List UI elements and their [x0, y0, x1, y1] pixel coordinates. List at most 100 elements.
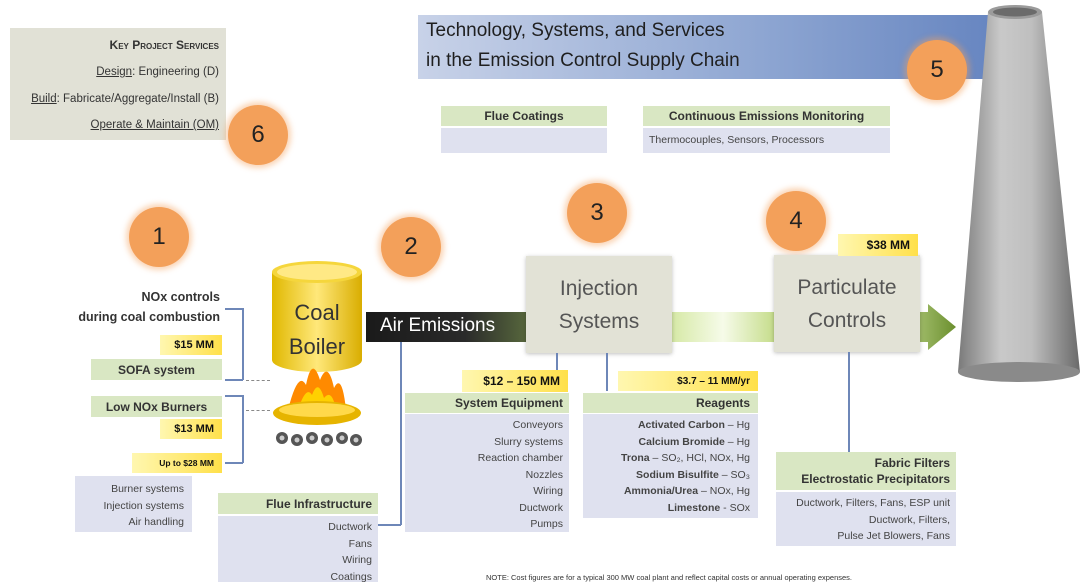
reagent-name: Calcium Bromide — [638, 435, 725, 448]
circle-2: 2 — [381, 217, 441, 277]
flue-coatings-header: Flue Coatings — [441, 106, 607, 126]
key-services-operate: Operate & Maintain (OM) — [90, 119, 219, 131]
connector-particulate-filters — [848, 352, 850, 452]
flue-infra-item: Ductwork — [328, 521, 372, 533]
reagent-target: – SO₂, HCl, NOx, Hg — [649, 452, 750, 464]
burner-bracket-top — [225, 395, 243, 397]
equipment-item: Nozzles — [525, 468, 563, 481]
arrow-to-boiler-2 — [246, 410, 270, 411]
design-label: Design — [96, 66, 133, 78]
smokestack — [958, 5, 1080, 382]
nox-bracket-top — [225, 308, 243, 310]
build-label: Build — [31, 93, 57, 105]
coal-boiler-icon — [272, 261, 362, 446]
circle-1: 1 — [129, 207, 189, 267]
reagent-item: Ammonia/Urea – NOx, Hg — [583, 483, 750, 500]
cem-text: Thermocouples, Sensors, Processors — [649, 134, 825, 146]
reagent-name: Sodium Bisulfite — [636, 468, 719, 481]
reagent-item: Limestone - SOx — [583, 500, 750, 517]
injection-line2: Systems — [558, 309, 640, 333]
reagents-header: Reagents — [583, 393, 758, 413]
flue-infra-item: Coatings — [330, 570, 372, 583]
sofa-price: $15 MM — [160, 335, 222, 355]
diagram-title-line1: Technology, Systems, and Services — [426, 20, 725, 41]
equipment-item: Ductwork — [519, 501, 563, 514]
reagent-item: Trona – SO₂, HCl, NOx, Hg — [583, 450, 750, 467]
circle-4: 4 — [766, 191, 826, 251]
reagent-target: – NOx, Hg — [698, 485, 750, 497]
connector-boiler-flue — [400, 342, 402, 525]
circle-6: 6 — [228, 105, 288, 165]
particulate-line1: Particulate — [797, 275, 897, 299]
connector-injection-equipment — [556, 353, 558, 371]
burner-bracket-bottom — [225, 462, 243, 464]
burner-item: Burner systems — [111, 483, 184, 495]
equipment-item: Pumps — [530, 518, 563, 530]
particulate-controls-box: Particulate Controls — [774, 255, 920, 352]
equipment-item: Slurry systems — [494, 435, 563, 448]
flue-infra-item: Wiring — [342, 554, 372, 566]
equipment-item: Reaction chamber — [477, 452, 563, 464]
arrow-to-boiler-1 — [246, 380, 270, 381]
flue-infra-list: Ductwork Fans Wiring Coatings — [218, 516, 378, 583]
flue-infra-header: Flue Infrastructure — [218, 493, 378, 514]
reagents-list: Activated Carbon – Hg Calcium Bromide – … — [583, 414, 758, 518]
air-emissions-label: Air Emissions — [380, 315, 496, 336]
key-services-heading: Key Project Services — [109, 38, 219, 52]
flue-coatings-body — [441, 128, 607, 153]
fabric-filters-label: Fabric Filters — [874, 456, 950, 470]
diagram-title-line2: in the Emission Control Supply Chain — [426, 50, 740, 71]
reagent-item: Sodium Bisulfite – SO₃ — [583, 467, 750, 484]
burner-list: Burner systems Injection systems Air han… — [75, 476, 192, 532]
key-services-build: Build: Fabricate/Aggregate/Install (B) — [31, 93, 219, 105]
reagent-target: – Hg — [724, 419, 750, 431]
cem-header: Continuous Emissions Monitoring — [643, 106, 890, 126]
burner-bracket-vert — [242, 395, 244, 463]
flue-infra-item: Fans — [348, 537, 372, 550]
reagent-target: – SO₃ — [718, 468, 750, 481]
build-text: : Fabricate/Aggregate/Install (B) — [56, 93, 219, 105]
burner-item: Injection systems — [103, 499, 184, 512]
reagent-item: Calcium Bromide – Hg — [583, 434, 750, 451]
burner-item: Air handling — [128, 516, 184, 528]
cem-body: Thermocouples, Sensors, Processors — [643, 128, 890, 153]
design-text: : Engineering (D) — [132, 66, 219, 78]
flow-band-mid — [672, 312, 774, 342]
connector-injection-reagents — [606, 353, 608, 391]
cost-note: NOTE: Cost figures are for a typical 300… — [486, 573, 853, 582]
equipment-item: Wiring — [533, 485, 563, 497]
reagents-price: $3.7 – 11 MM/yr — [618, 371, 758, 391]
air-emissions-band — [366, 312, 531, 342]
particulate-line2: Controls — [807, 308, 887, 332]
reagent-name: Ammonia/Urea — [623, 485, 699, 497]
upto-price: Up to $28 MM — [132, 453, 222, 473]
reagent-item: Activated Carbon – Hg — [583, 417, 750, 434]
boiler-label-line2: Boiler — [288, 334, 346, 359]
key-services-panel — [10, 28, 226, 140]
connector-boiler-flue-h — [378, 524, 401, 526]
fabric-item: Ductwork, Filters, — [868, 513, 950, 526]
injection-line1: Injection — [559, 276, 639, 300]
equipment-item: Conveyors — [512, 419, 563, 431]
key-services-design: Design: Engineering (D) — [96, 66, 219, 78]
nox-line2: during coal combustion — [78, 310, 220, 324]
reagent-target: – Hg — [724, 435, 750, 448]
circle-5: 5 — [907, 40, 967, 100]
particulate-price: $38 MM — [838, 234, 918, 256]
reagent-name: Trona — [621, 452, 650, 464]
system-equipment-price: $12 – 150 MM — [462, 370, 568, 392]
nox-bracket-vert — [242, 308, 244, 380]
reagent-name: Limestone — [667, 501, 721, 514]
fabric-item: Ductwork, Filters, Fans, ESP unit — [796, 497, 950, 509]
low-nox-price: $13 MM — [160, 419, 222, 439]
fabric-filters-header: Fabric Filters Electrostatic Precipitato… — [776, 452, 956, 490]
fabric-filters-list: Ductwork, Filters, Fans, ESP unit Ductwo… — [776, 492, 956, 546]
boiler-label-line1: Coal — [294, 300, 340, 325]
system-equipment-list: Conveyors Slurry systems Reaction chambe… — [405, 414, 569, 532]
low-nox-label: Low NOx Burners — [91, 396, 222, 417]
reagent-name: Activated Carbon — [637, 419, 725, 431]
nox-line1: NOx controls — [141, 290, 221, 304]
fabric-item: Pulse Jet Blowers, Fans — [837, 530, 950, 542]
circle-3: 3 — [567, 183, 627, 243]
system-equipment-header: System Equipment — [405, 393, 569, 413]
